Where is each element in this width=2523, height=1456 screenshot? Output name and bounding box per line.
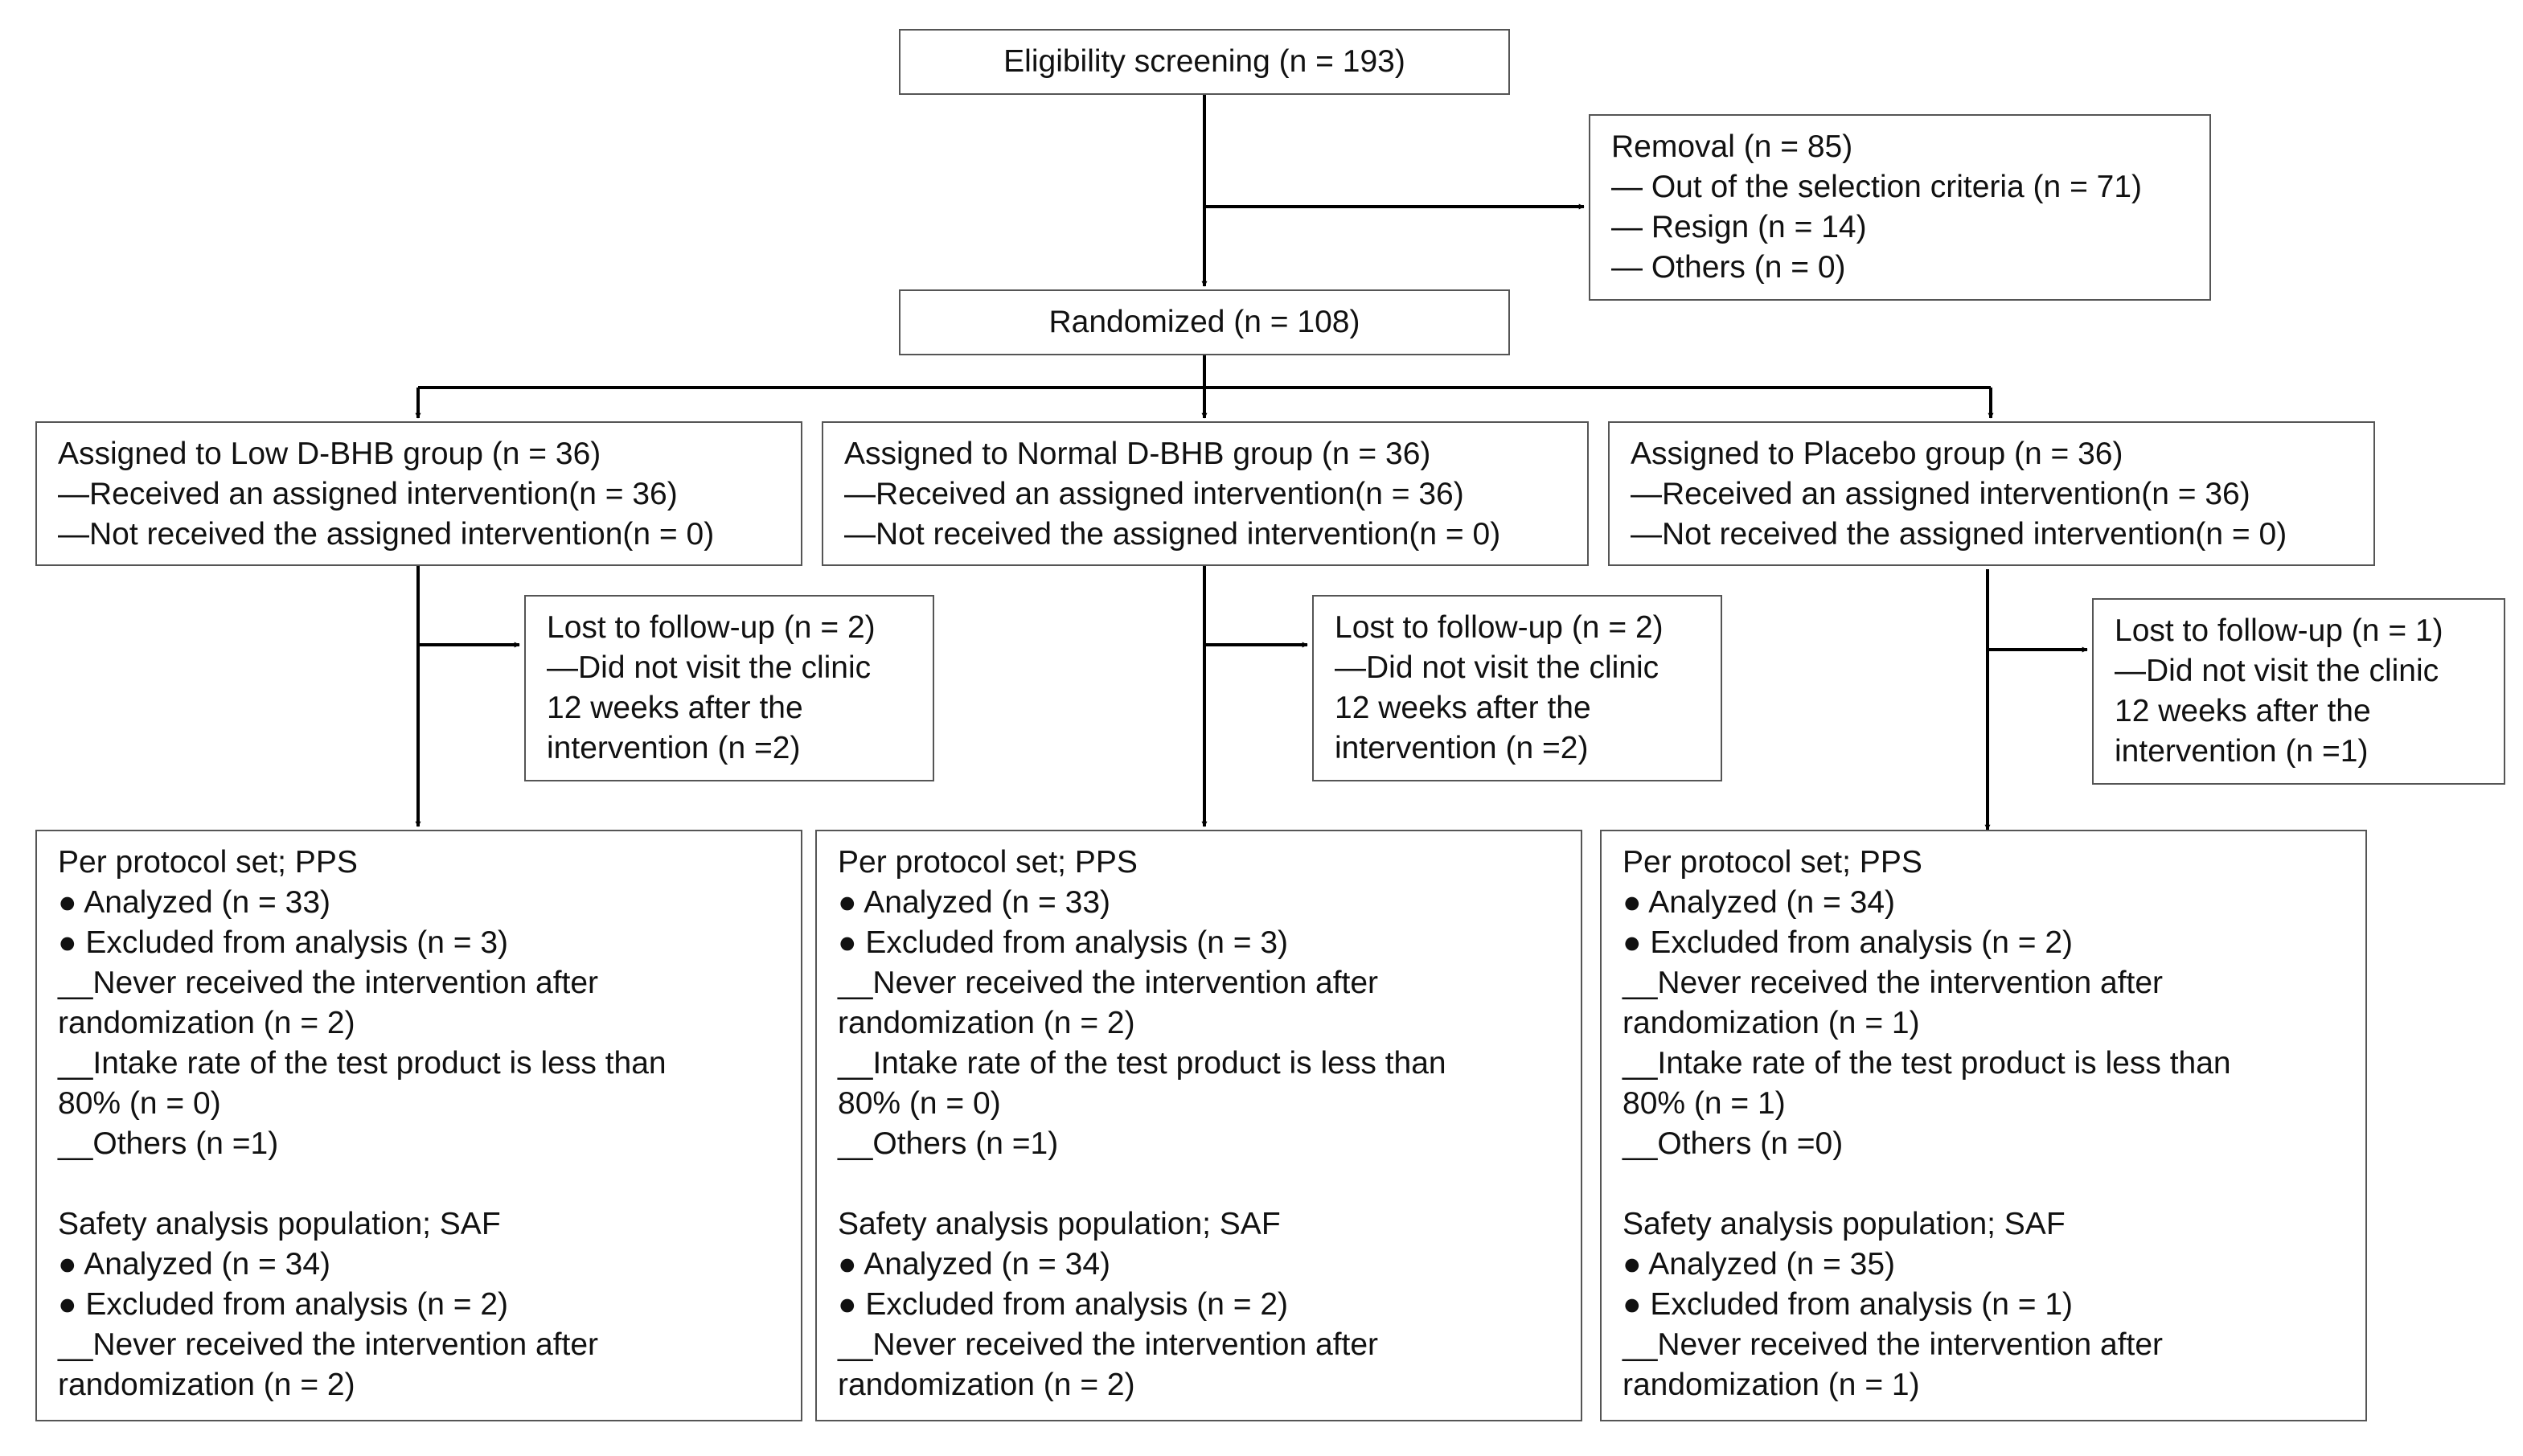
saf-never-received: __Never received the intervention after — [838, 1327, 1379, 1362]
pps-others: __Others (n =0) — [1623, 1126, 1844, 1161]
lost-line: 12 weeks after the — [547, 691, 803, 725]
pps-never-received-count: randomization (n = 1) — [1623, 1006, 1920, 1040]
saf-analyzed: ● Analyzed (n = 34) — [838, 1247, 1111, 1282]
lost-box-normal: Lost to follow-up (n = 2) —Did not visit… — [1312, 595, 1722, 781]
pps-others: __Others (n =1) — [838, 1126, 1059, 1161]
section-spacer — [58, 1164, 801, 1204]
removal-item: — Resign (n = 14) — [1611, 210, 1867, 244]
saf-title: Safety analysis population; SAF — [1623, 1207, 2066, 1241]
saf-title: Safety analysis population; SAF — [58, 1207, 501, 1241]
lost-line: 12 weeks after the — [1335, 691, 1591, 725]
pps-title: Per protocol set; PPS — [1623, 845, 1922, 880]
lost-line: —Did not visit the clinic — [2115, 654, 2439, 688]
pps-excluded: ● Excluded from analysis (n = 3) — [838, 925, 1289, 960]
removal-item: — Others (n = 0) — [1611, 250, 1846, 285]
pps-others: __Others (n =1) — [58, 1126, 279, 1161]
lost-line: intervention (n =1) — [2115, 734, 2369, 769]
pps-never-received-count: randomization (n = 2) — [838, 1006, 1135, 1040]
saf-never-received-count: randomization (n = 1) — [1623, 1368, 1920, 1402]
assign-title: Assigned to Placebo group (n = 36) — [1631, 437, 2123, 471]
pps-intake-rate-count: 80% (n = 0) — [58, 1086, 221, 1121]
lost-line: —Did not visit the clinic — [1335, 650, 1659, 685]
removal-box: Removal (n = 85) — Out of the selection … — [1589, 114, 2211, 301]
saf-excluded: ● Excluded from analysis (n = 2) — [58, 1287, 509, 1322]
assign-not-received: —Not received the assigned intervention(… — [844, 517, 1501, 552]
lost-box-low: Lost to follow-up (n = 2) —Did not visit… — [524, 595, 934, 781]
lost-title: Lost to follow-up (n = 2) — [547, 610, 876, 645]
assign-box-normal: Assigned to Normal D-BHB group (n = 36) … — [822, 421, 1589, 566]
randomized-box: Randomized (n = 108) — [899, 289, 1510, 355]
pps-never-received-count: randomization (n = 2) — [58, 1006, 355, 1040]
lost-title: Lost to follow-up (n = 2) — [1335, 610, 1664, 645]
assign-box-low: Assigned to Low D-BHB group (n = 36) —Re… — [35, 421, 802, 566]
assign-not-received: —Not received the assigned intervention(… — [58, 517, 715, 552]
saf-title: Safety analysis population; SAF — [838, 1207, 1281, 1241]
lost-line: 12 weeks after the — [2115, 694, 2371, 728]
saf-analyzed: ● Analyzed (n = 34) — [58, 1247, 331, 1282]
assign-box-placebo: Assigned to Placebo group (n = 36) —Rece… — [1608, 421, 2375, 566]
pps-never-received: __Never received the intervention after — [1623, 966, 2164, 1000]
lost-line: intervention (n =2) — [547, 731, 801, 765]
saf-never-received: __Never received the intervention after — [58, 1327, 599, 1362]
pps-title: Per protocol set; PPS — [58, 845, 358, 880]
saf-excluded: ● Excluded from analysis (n = 1) — [1623, 1287, 2074, 1322]
assign-received: —Received an assigned intervention(n = 3… — [1631, 477, 2250, 511]
pps-analyzed: ● Analyzed (n = 33) — [838, 885, 1111, 920]
saf-never-received-count: randomization (n = 2) — [58, 1368, 355, 1402]
analysis-box-placebo: Per protocol set; PPS ● Analyzed (n = 34… — [1600, 830, 2367, 1421]
saf-excluded: ● Excluded from analysis (n = 2) — [838, 1287, 1289, 1322]
pps-never-received: __Never received the intervention after — [838, 966, 1379, 1000]
lost-line: intervention (n =2) — [1335, 731, 1589, 765]
analysis-box-normal: Per protocol set; PPS ● Analyzed (n = 33… — [815, 830, 1582, 1421]
pps-excluded: ● Excluded from analysis (n = 2) — [1623, 925, 2074, 960]
lost-box-placebo: Lost to follow-up (n = 1) —Did not visit… — [2092, 598, 2505, 785]
pps-analyzed: ● Analyzed (n = 33) — [58, 885, 331, 920]
pps-excluded: ● Excluded from analysis (n = 3) — [58, 925, 509, 960]
assign-received: —Received an assigned intervention(n = 3… — [844, 477, 1464, 511]
screening-label: Eligibility screening (n = 193) — [1003, 44, 1405, 79]
screening-box: Eligibility screening (n = 193) — [899, 29, 1510, 95]
assign-title: Assigned to Normal D-BHB group (n = 36) — [844, 437, 1431, 471]
pps-intake-rate: __Intake rate of the test product is les… — [838, 1046, 1446, 1081]
assign-received: —Received an assigned intervention(n = 3… — [58, 477, 678, 511]
section-spacer — [1623, 1164, 2365, 1204]
assign-title: Assigned to Low D-BHB group (n = 36) — [58, 437, 601, 471]
pps-never-received: __Never received the intervention after — [58, 966, 599, 1000]
pps-title: Per protocol set; PPS — [838, 845, 1138, 880]
assign-not-received: —Not received the assigned intervention(… — [1631, 517, 2287, 552]
lost-title: Lost to follow-up (n = 1) — [2115, 613, 2443, 648]
saf-analyzed: ● Analyzed (n = 35) — [1623, 1247, 1896, 1282]
pps-intake-rate-count: 80% (n = 0) — [838, 1086, 1001, 1121]
analysis-box-low: Per protocol set; PPS ● Analyzed (n = 33… — [35, 830, 802, 1421]
pps-intake-rate: __Intake rate of the test product is les… — [58, 1046, 667, 1081]
removal-title: Removal (n = 85) — [1611, 129, 1853, 164]
saf-never-received: __Never received the intervention after — [1623, 1327, 2164, 1362]
pps-intake-rate: __Intake rate of the test product is les… — [1623, 1046, 2231, 1081]
pps-intake-rate-count: 80% (n = 1) — [1623, 1086, 1786, 1121]
saf-never-received-count: randomization (n = 2) — [838, 1368, 1135, 1402]
section-spacer — [838, 1164, 1581, 1204]
removal-item: — Out of the selection criteria (n = 71) — [1611, 170, 2143, 204]
randomized-label: Randomized (n = 108) — [1048, 305, 1360, 339]
pps-analyzed: ● Analyzed (n = 34) — [1623, 885, 1896, 920]
lost-line: —Did not visit the clinic — [547, 650, 872, 685]
